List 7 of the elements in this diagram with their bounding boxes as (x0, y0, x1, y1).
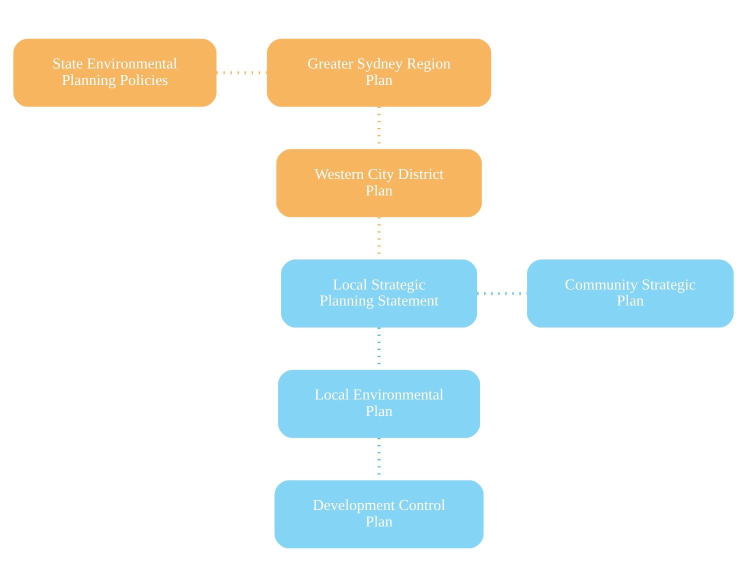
node-box: Community Strategic Plan (527, 258, 734, 328)
node-box: Western City District Plan (276, 148, 482, 217)
node-box: Development Control Plan (274, 480, 484, 548)
node-box: Local Strategic Planning Statement (281, 258, 478, 328)
node-box: Local Environmental Plan (278, 369, 480, 438)
node-box: State Environmental Planning Policies (13, 38, 216, 106)
node-box: Greater Sydney Region Plan (266, 38, 492, 106)
